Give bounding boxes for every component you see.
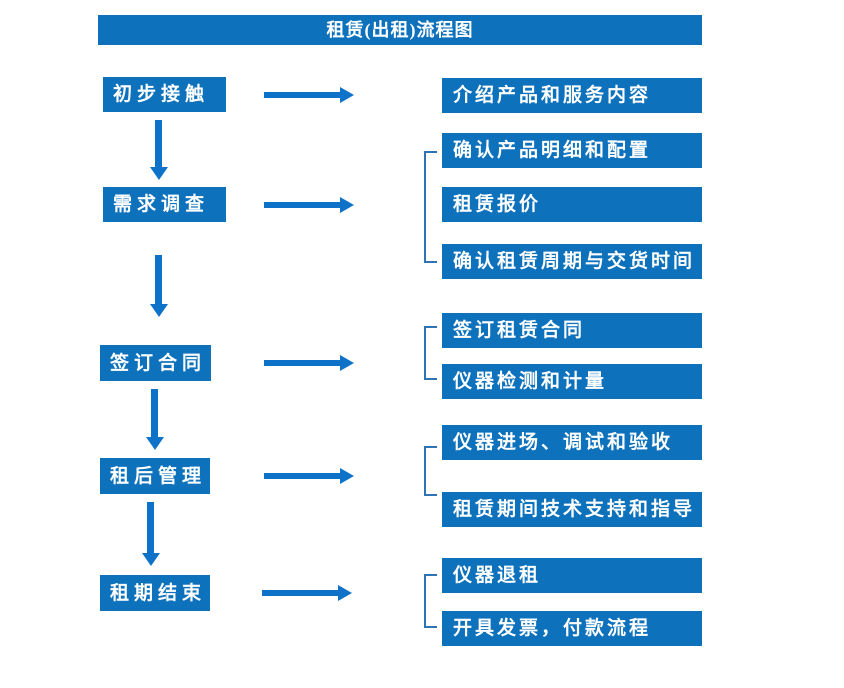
right-arrow-step3 (264, 355, 354, 371)
step-box-post-rental-management: 租后管理 (100, 458, 210, 494)
arrow-shaft (264, 360, 340, 366)
bracket-step4-outputs (424, 446, 437, 496)
arrow-head (146, 437, 164, 450)
output-box-confirm-period-delivery: 确认租赁周期与交货时间 (442, 244, 702, 279)
arrow-head (338, 585, 352, 601)
step-box-demand-survey: 需求调查 (103, 187, 226, 222)
arrow-shaft (155, 120, 162, 167)
step-box-rental-end: 租期结束 (100, 575, 210, 611)
output-box-instrument-return: 仪器退租 (442, 558, 702, 593)
output-box-tech-support: 租赁期间技术支持和指导 (442, 492, 702, 527)
arrow-shaft (155, 255, 162, 304)
right-arrow-step2 (264, 197, 354, 213)
arrow-head (340, 355, 354, 371)
arrow-head (150, 167, 168, 180)
arrow-shaft (264, 92, 340, 98)
arrow-head (340, 197, 354, 213)
arrow-shaft (151, 389, 158, 437)
output-box-sign-rental-contract: 签订租赁合同 (442, 313, 702, 348)
down-arrow-step1-2 (150, 120, 168, 180)
output-box-introduce-products: 介绍产品和服务内容 (442, 78, 702, 113)
bracket-step3-outputs (424, 326, 437, 380)
output-box-confirm-product-details: 确认产品明细和配置 (442, 133, 702, 168)
down-arrow-step3-4 (146, 389, 164, 450)
output-box-instrument-arrival: 仪器进场、调试和验收 (442, 425, 702, 460)
bracket-step5-outputs (424, 574, 437, 628)
flowchart-title: 租赁(出租)流程图 (98, 15, 702, 45)
output-box-invoice-payment: 开具发票，付款流程 (442, 611, 702, 646)
arrow-shaft (264, 202, 340, 208)
output-box-instrument-testing: 仪器检测和计量 (442, 364, 702, 399)
right-arrow-step4 (264, 468, 354, 484)
arrow-head (142, 553, 160, 566)
arrow-head (340, 468, 354, 484)
output-box-rental-quote: 租赁报价 (442, 187, 702, 222)
bracket-step2-outputs (424, 151, 437, 263)
arrow-head (150, 304, 168, 317)
down-arrow-step4-5 (142, 502, 160, 566)
right-arrow-step1 (264, 87, 354, 103)
step-box-sign-contract: 签订合同 (100, 345, 211, 381)
arrow-head (340, 87, 354, 103)
arrow-shaft (262, 590, 338, 596)
down-arrow-step2-3 (150, 255, 168, 317)
step-box-initial-contact: 初步接触 (103, 77, 226, 112)
right-arrow-step5 (262, 585, 352, 601)
arrow-shaft (264, 473, 340, 479)
arrow-shaft (147, 502, 154, 553)
